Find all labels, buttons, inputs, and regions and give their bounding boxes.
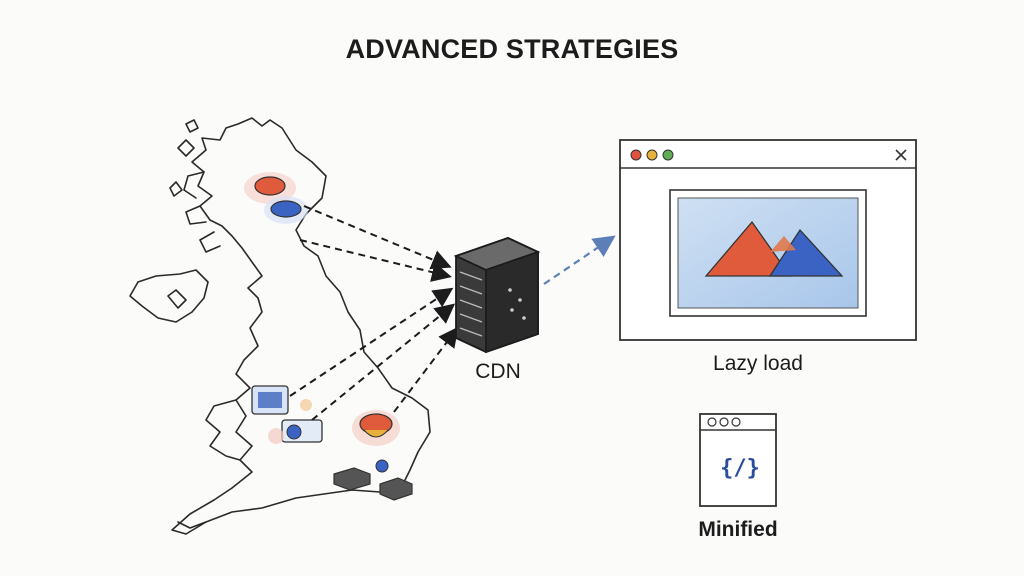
code-symbol: {/} — [720, 456, 760, 481]
close-icon — [895, 149, 907, 161]
map-to-cdn-arrows — [289, 205, 459, 421]
lazy-load-label: Lazy load — [713, 352, 803, 375]
cdn-to-browser-arrow — [543, 235, 616, 285]
diagram-title: ADVANCED STRATEGIES — [345, 34, 679, 64]
browser-dot-red — [630, 149, 642, 161]
minified-label: Minified — [698, 518, 778, 541]
browser-dot-yellow — [646, 149, 658, 161]
south-server-boxes-icon — [333, 467, 413, 501]
server-rack-icon — [453, 237, 541, 354]
london-red-node-icon — [352, 410, 400, 473]
midlands-monitor-icon — [251, 385, 312, 415]
scotland-red-node-icon — [244, 172, 296, 204]
mountain-image-icon — [669, 189, 867, 317]
minified-code-window-icon — [699, 413, 777, 507]
browser-dot-green — [662, 149, 674, 161]
cdn-label: CDN — [475, 360, 521, 383]
scotland-blue-node-icon — [264, 196, 308, 224]
uk-map-sketch — [129, 117, 431, 535]
wales-device-icon — [268, 419, 323, 444]
